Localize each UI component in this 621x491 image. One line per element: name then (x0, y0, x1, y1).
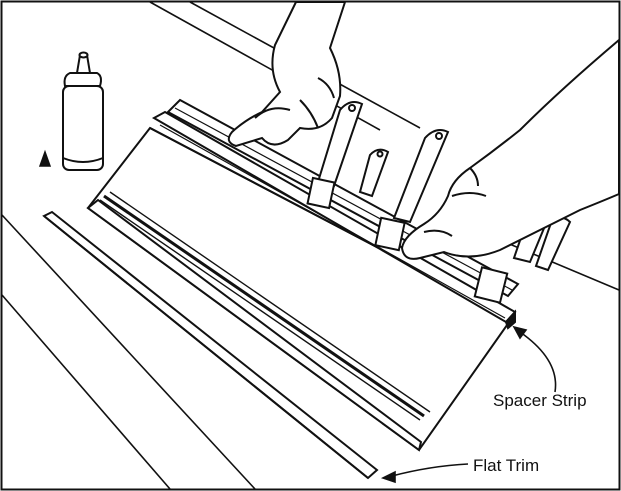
spacer-strip-leader (512, 325, 557, 393)
right-hand (400, 37, 620, 260)
spacer-strip (151, 110, 517, 330)
glue-bottle (62, 51, 104, 171)
panel-board (86, 126, 514, 452)
flat-trim-label: Flat Trim (473, 456, 540, 475)
bottle-cap (38, 149, 52, 167)
flat-trim (42, 210, 379, 480)
spacer-strip-label: Spacer Strip (493, 391, 587, 410)
flat-trim-leader (380, 463, 469, 484)
left-hand (227, 1, 347, 148)
